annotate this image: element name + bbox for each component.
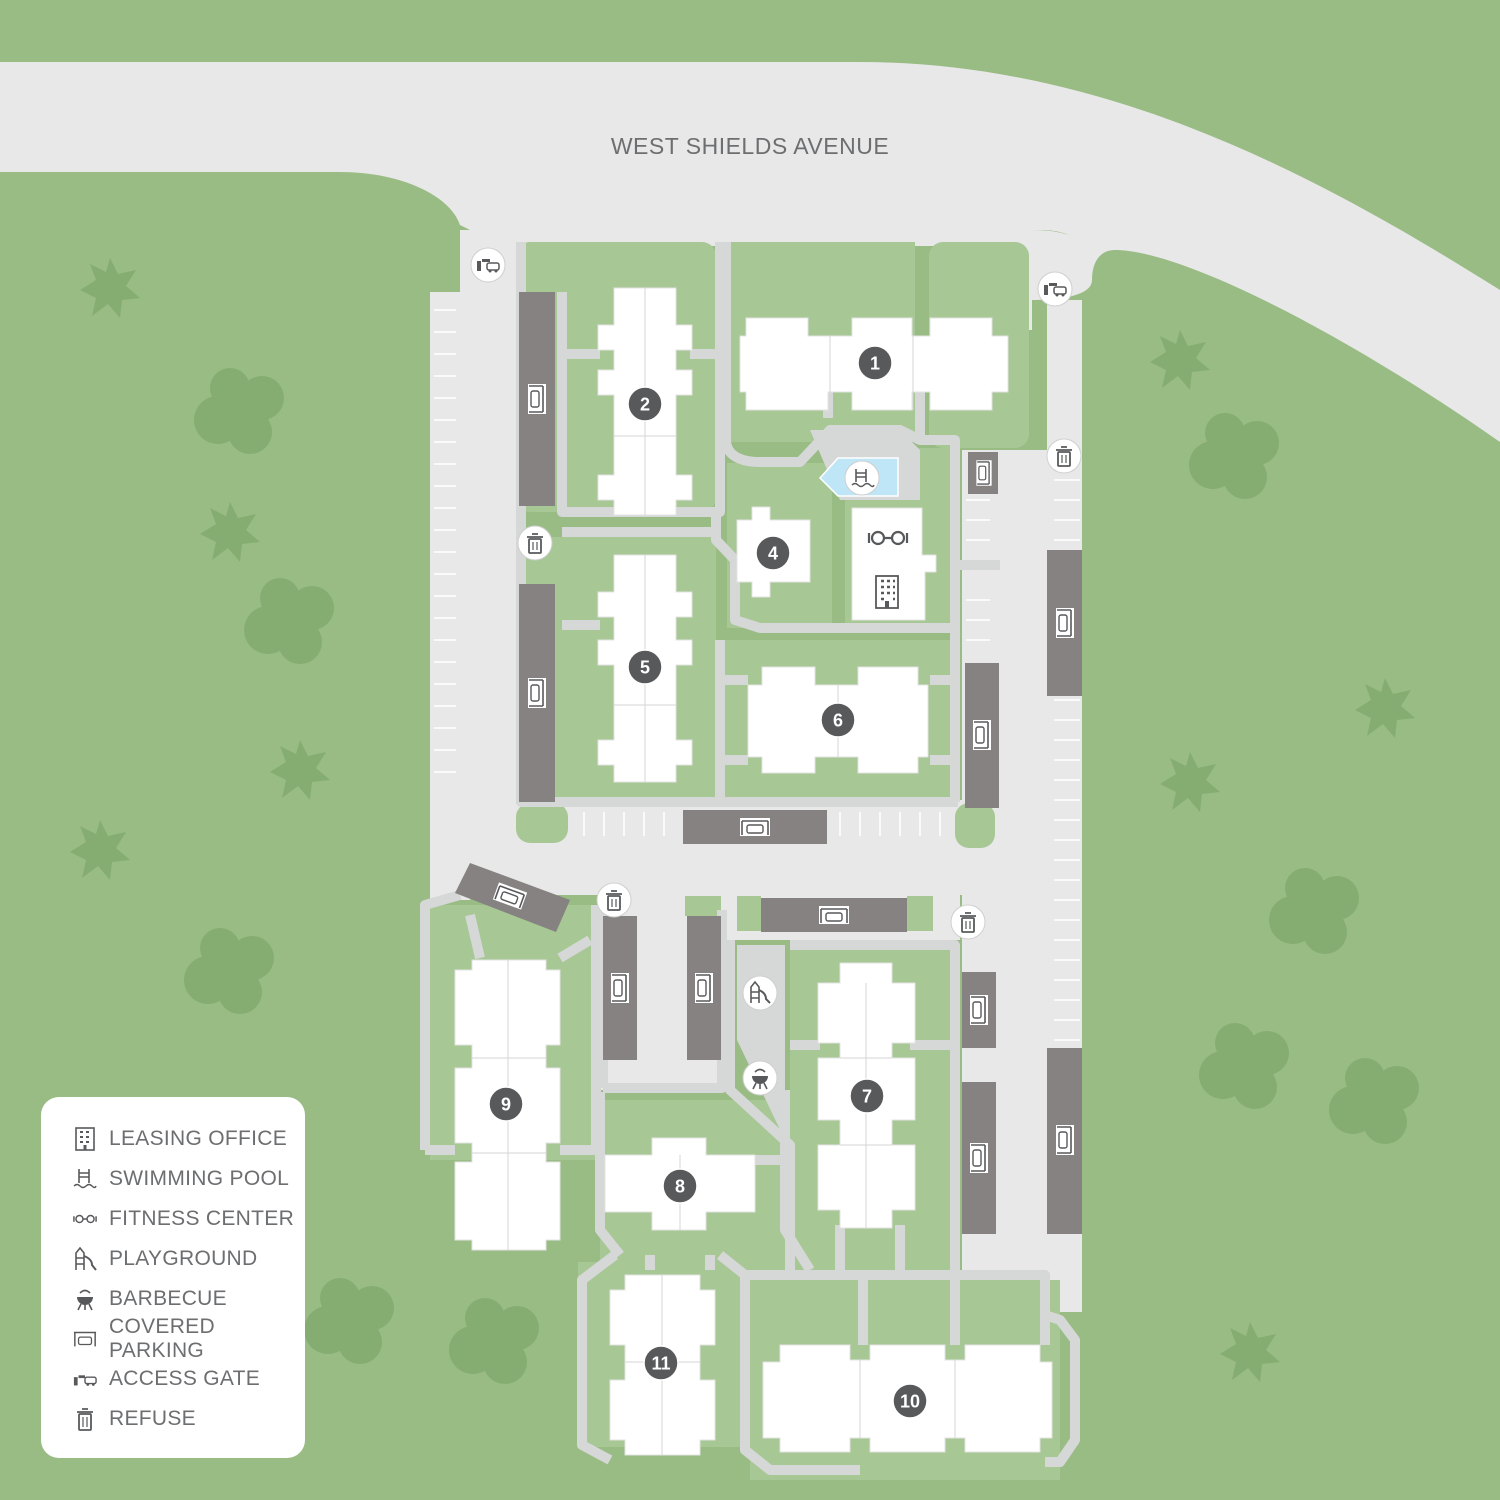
legend-label: ACCESS GATE: [109, 1367, 261, 1390]
legend-item-barbecue: BARBECUE: [73, 1279, 305, 1319]
legend-item-covered-parking: COVERED PARKING: [73, 1315, 305, 1362]
refuse-icon[interactable]: [950, 904, 986, 940]
fitness-center-icon: [73, 1207, 97, 1231]
leasing-office-icon[interactable]: [875, 575, 899, 609]
legend-item-leasing-office: LEASING OFFICE: [73, 1119, 305, 1159]
fitness-center-icon[interactable]: [867, 530, 909, 546]
street-label: WEST SHIELDS AVENUE: [611, 133, 889, 159]
parking-stalls: [434, 309, 1080, 1041]
building-marker-2[interactable]: 2: [627, 386, 663, 422]
building-marker-9[interactable]: 9: [488, 1086, 524, 1122]
building-marker-10[interactable]: 10: [892, 1383, 928, 1419]
legend-label: SWIMMING POOL: [109, 1167, 290, 1190]
access-gate-icon[interactable]: [1037, 271, 1073, 307]
swimming-pool-icon: [73, 1167, 97, 1191]
legend-item-refuse: REFUSE: [73, 1399, 305, 1439]
playground-icon[interactable]: [742, 975, 778, 1011]
legend-item-fitness-center: FITNESS CENTER: [73, 1199, 305, 1239]
building-marker-5[interactable]: 5: [627, 649, 663, 685]
barbecue-icon: [73, 1287, 97, 1311]
building-number: 4: [768, 544, 778, 564]
refuse-icon: [73, 1407, 97, 1431]
swimming-pool-icon[interactable]: [844, 460, 880, 496]
building-markers: 1 2 4 5 6 7 8 9 10 11: [488, 345, 928, 1419]
refuse-icon[interactable]: [596, 882, 632, 918]
refuse-icon[interactable]: [517, 525, 553, 561]
building-marker-7[interactable]: 7: [849, 1078, 885, 1114]
legend-label: FITNESS CENTER: [109, 1207, 295, 1230]
building-number: 5: [640, 658, 650, 678]
map-legend: LEASING OFFICE SWIMMING POOL FITNESS CEN…: [41, 1097, 305, 1458]
building-number: 8: [675, 1177, 685, 1197]
legend-label: LEASING OFFICE: [109, 1127, 288, 1150]
building-number: 9: [501, 1095, 511, 1115]
building-number: 10: [900, 1392, 920, 1412]
playground-icon: [73, 1247, 97, 1271]
legend-label: PLAYGROUND: [109, 1247, 258, 1270]
covered-parking: [455, 292, 1082, 1234]
building-marker-1[interactable]: 1: [857, 345, 893, 381]
building-number: 6: [833, 711, 843, 731]
building-marker-8[interactable]: 8: [662, 1168, 698, 1204]
west-shields-avenue: [0, 62, 1500, 442]
legend-item-access-gate: ACCESS GATE: [73, 1359, 305, 1399]
legend-item-swimming-pool: SWIMMING POOL: [73, 1159, 305, 1199]
building-number: 11: [651, 1354, 670, 1374]
building-marker-11[interactable]: 11: [643, 1345, 679, 1381]
building-marker-4[interactable]: 4: [755, 535, 791, 571]
legend-label: COVERED PARKING: [109, 1315, 215, 1362]
building-marker-6[interactable]: 6: [820, 702, 856, 738]
leasing-office-icon: [73, 1127, 97, 1151]
barbecue-icon[interactable]: [742, 1060, 778, 1096]
covered-parking-icon: [73, 1327, 97, 1351]
building-number: 2: [640, 395, 650, 415]
legend-label: REFUSE: [109, 1407, 196, 1430]
access-gate-icon[interactable]: [470, 247, 506, 283]
legend-item-playground: PLAYGROUND: [73, 1239, 305, 1279]
building-number: 1: [870, 354, 880, 374]
legend-label: BARBECUE: [109, 1287, 227, 1310]
refuse-icon[interactable]: [1046, 438, 1082, 474]
building-number: 7: [862, 1087, 872, 1107]
access-gate-icon: [73, 1367, 97, 1391]
